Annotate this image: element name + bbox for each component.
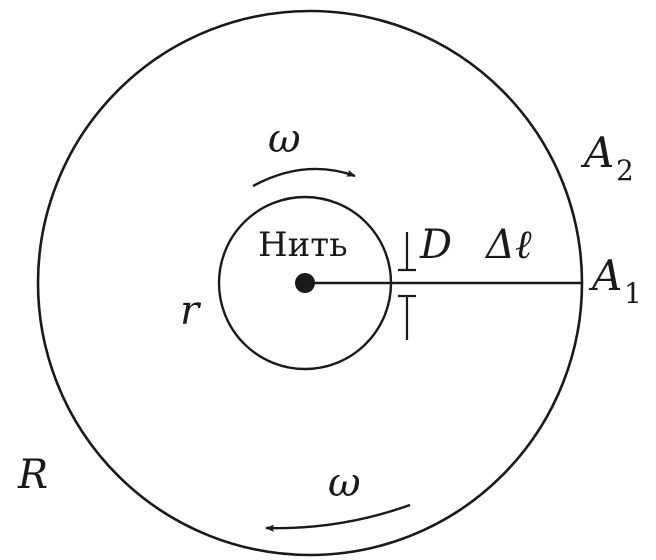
rotation-arrow-bottom — [265, 503, 411, 532]
svg-text:1: 1 — [624, 277, 642, 310]
gap-d-marker — [398, 232, 416, 340]
delta-l-label: Δℓ — [484, 222, 532, 268]
omega-top-label: ω — [268, 116, 301, 162]
rotation-arrow-top — [252, 167, 356, 188]
inner-radius-label: r — [180, 288, 202, 334]
svg-text:A: A — [580, 128, 614, 177]
outer-radius-label: R — [17, 452, 48, 498]
point-a1-label: A 1 — [588, 251, 642, 310]
svg-text:A: A — [588, 251, 622, 300]
svg-text:2: 2 — [616, 154, 634, 187]
omega-bottom-label: ω — [328, 460, 361, 506]
thread-label: Нить — [258, 225, 348, 265]
gap-d-label: D — [419, 222, 452, 268]
point-a2-label: A 2 — [580, 128, 634, 187]
